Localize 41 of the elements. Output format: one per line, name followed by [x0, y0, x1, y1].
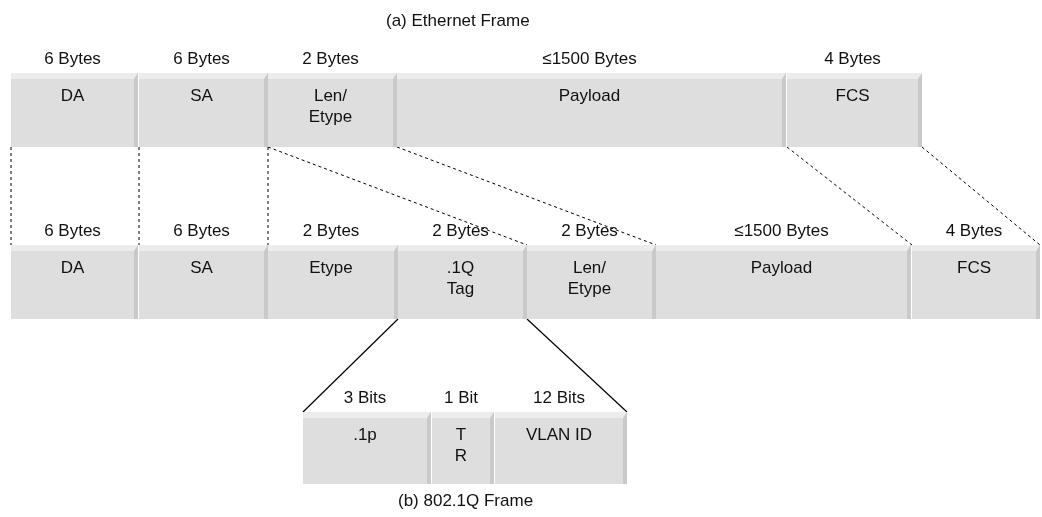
size-label: 3 Bits — [342, 386, 388, 409]
size-label: 6 Bytes — [43, 219, 102, 242]
dashed-connector — [10, 146, 12, 246]
size-label: ≤1500 Bytes — [541, 47, 638, 70]
size-label: 2 Bytes — [301, 47, 360, 70]
dashed-connector — [396, 146, 657, 246]
diagram-title: (a) Ethernet Frame — [386, 10, 530, 32]
size-label: 6 Bytes — [172, 47, 231, 70]
field-label: FCS — [957, 257, 991, 279]
dashed-connector — [267, 146, 528, 246]
field-label: Etype — [309, 257, 353, 279]
field-label: SA — [190, 257, 213, 279]
size-label: 2 Bytes — [301, 219, 361, 242]
diagram-caption: (b) 802.1Q Frame — [398, 490, 534, 512]
size-label: 4 Bytes — [944, 219, 1004, 242]
size-label: 1 Bit — [443, 386, 479, 409]
field-label: DA — [60, 257, 85, 279]
field-label: .1Q Tag — [445, 257, 476, 300]
field-label: .1p — [353, 424, 377, 446]
connector-line — [302, 318, 399, 413]
size-label: 2 Bytes — [560, 219, 619, 242]
field-label: SA — [190, 85, 213, 107]
field-label: FCS — [835, 85, 870, 107]
dashed-connector — [267, 146, 269, 246]
dashed-connector — [138, 146, 140, 246]
dashed-connector — [786, 146, 913, 246]
size-label: 4 Bytes — [823, 47, 882, 70]
field-label: Len/ Etype — [307, 85, 354, 128]
connector-line — [526, 318, 628, 413]
field-label: Payload — [750, 257, 813, 279]
field-label: VLAN ID — [525, 424, 593, 446]
field-label: DA — [60, 85, 85, 107]
size-label: ≤1500 Bytes — [733, 219, 830, 242]
size-label: 6 Bytes — [172, 219, 231, 242]
size-label: 2 Bytes — [431, 219, 490, 242]
field-label: Payload — [558, 85, 621, 107]
dashed-connector — [921, 146, 1041, 246]
size-label: 12 Bits — [532, 386, 586, 409]
field-label: Len/ Etype — [566, 257, 613, 300]
field-label: T R — [454, 424, 468, 467]
size-label: 6 Bytes — [43, 47, 102, 70]
